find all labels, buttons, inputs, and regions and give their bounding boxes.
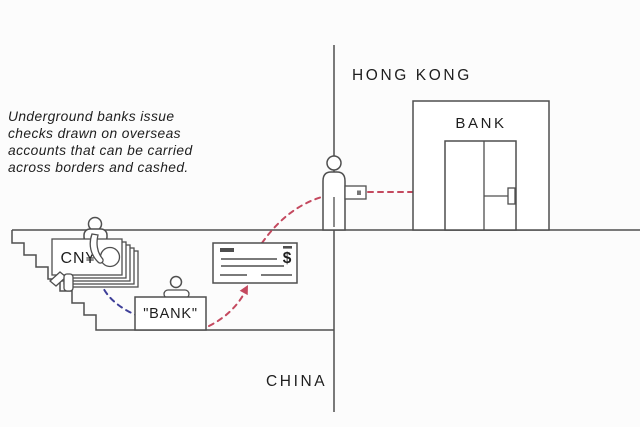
underground-bank: "BANK"	[134, 275, 207, 331]
bank-door-handle-knob	[507, 187, 516, 205]
bank-building: BANK	[412, 100, 550, 231]
hong-kong-label: HONG KONG	[352, 67, 472, 84]
cash-currency-label: CN¥	[60, 250, 95, 267]
underground-bank-label: "BANK"	[143, 306, 198, 322]
check-amount-bar	[283, 246, 292, 249]
caption-line-1: Underground banks issue	[8, 109, 174, 124]
carrier-arm	[89, 233, 104, 264]
check-address-block	[220, 248, 234, 252]
underground-bank-counter	[134, 296, 207, 331]
china-label: CHINA	[266, 373, 327, 390]
teller-head	[169, 275, 183, 289]
caption-line-2: checks drawn on overseas	[8, 126, 181, 141]
red-dashed-arrow-bank-to-check	[208, 285, 248, 327]
bank-building-label: BANK	[455, 115, 506, 132]
cash-carrier-person: CN¥	[49, 216, 139, 292]
caption: Underground banks issue checks drawn on …	[8, 109, 193, 175]
caption-line-3: accounts that can be carried	[8, 143, 193, 158]
check: $	[212, 242, 298, 284]
bank-door	[444, 140, 517, 231]
carried-check-icon	[344, 185, 367, 200]
border-courier-person	[322, 155, 367, 231]
check-dollar-sign: $	[283, 250, 292, 267]
courier-head	[326, 155, 342, 171]
caption-line-4: across borders and cashed.	[8, 160, 189, 175]
carrier-leg	[63, 273, 74, 292]
